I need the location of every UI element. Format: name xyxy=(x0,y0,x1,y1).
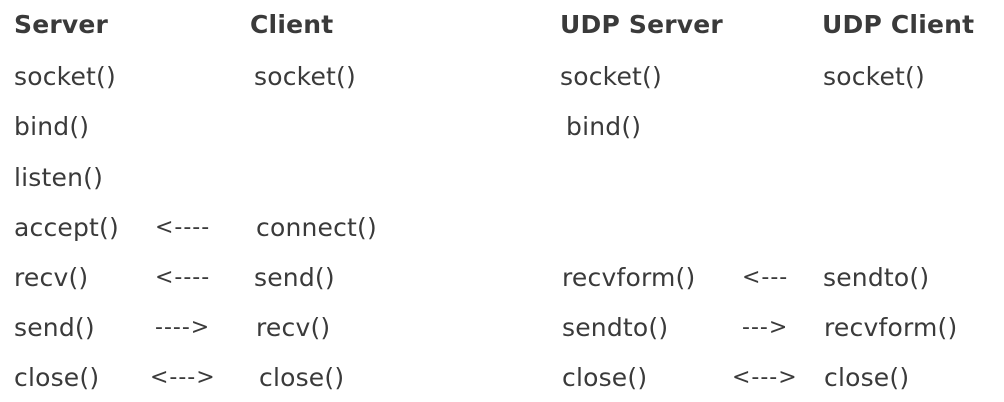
tcp-arrow: <---- xyxy=(155,265,211,290)
udp-server-call: socket() xyxy=(560,62,662,91)
tcp-server-call: bind() xyxy=(14,112,90,141)
udp-client-call: sendto() xyxy=(823,263,930,292)
udp-arrow: <--- xyxy=(742,265,789,290)
tcp-server-call: socket() xyxy=(14,62,116,91)
udp-client-call: close() xyxy=(824,363,910,392)
udp-client-call: socket() xyxy=(823,62,925,91)
tcp-server-call: recv() xyxy=(14,263,89,292)
tcp-client-call: close() xyxy=(259,363,345,392)
udp-arrow: ---> xyxy=(742,315,789,340)
udp-arrow: <---> xyxy=(732,365,798,390)
tcp-server-call: listen() xyxy=(14,163,104,192)
tcp-server-call: accept() xyxy=(14,213,119,242)
tcp-client-call: connect() xyxy=(256,213,377,242)
udp-server-call: recvform() xyxy=(562,263,696,292)
udp-server-call: sendto() xyxy=(562,313,669,342)
tcp-client-header: Client xyxy=(250,10,334,39)
tcp-server-call: send() xyxy=(14,313,95,342)
tcp-client-call: send() xyxy=(254,263,335,292)
tcp-client-call: socket() xyxy=(254,62,356,91)
tcp-client-call: recv() xyxy=(256,313,331,342)
tcp-server-call: close() xyxy=(14,363,100,392)
udp-server-call: close() xyxy=(562,363,648,392)
udp-client-header: UDP Client xyxy=(822,10,975,39)
tcp-arrow: <---> xyxy=(150,365,216,390)
udp-client-call: recvform() xyxy=(824,313,958,342)
udp-server-call: bind() xyxy=(566,112,642,141)
tcp-server-header: Server xyxy=(14,10,109,39)
tcp-arrow: <---- xyxy=(155,215,211,240)
tcp-arrow: ----> xyxy=(155,315,211,340)
udp-server-header: UDP Server xyxy=(560,10,723,39)
